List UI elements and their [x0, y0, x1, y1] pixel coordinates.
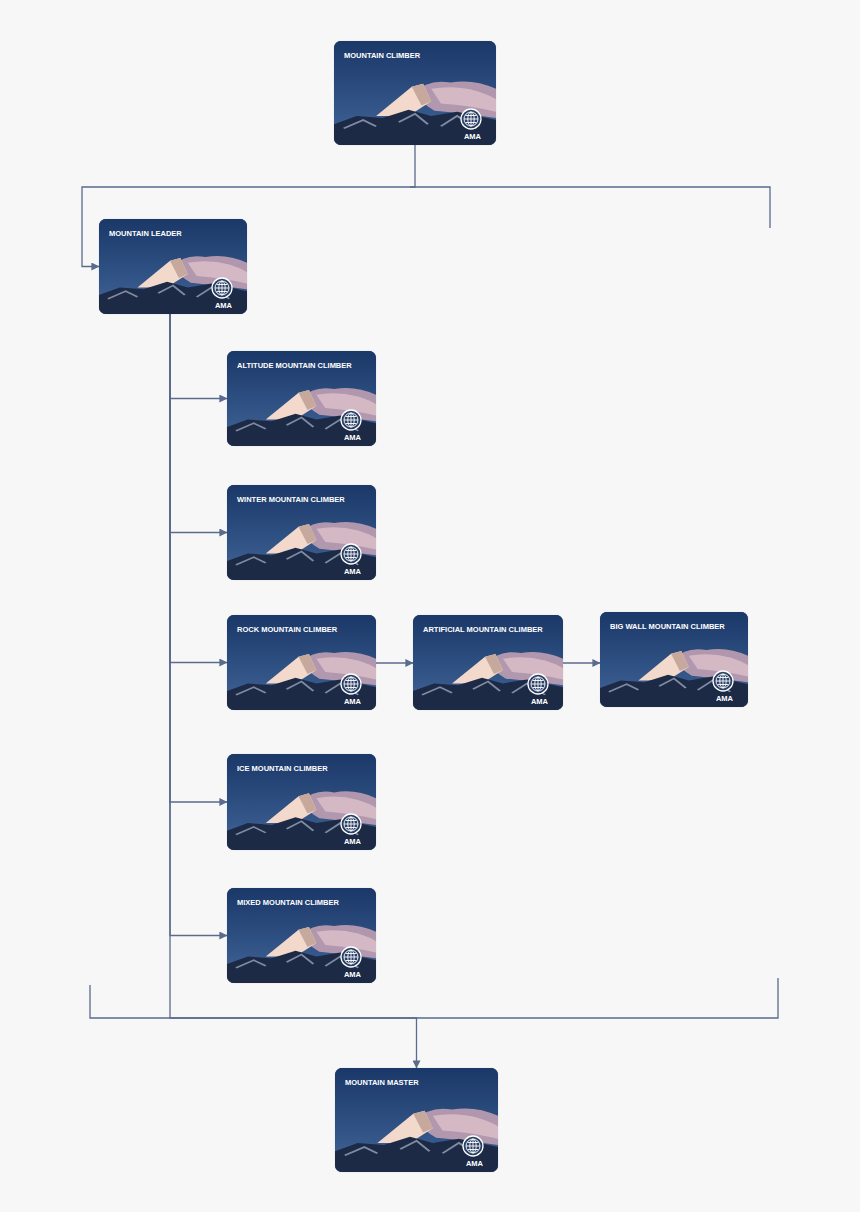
card-badge: AMA	[344, 433, 361, 442]
top-bracket	[410, 187, 770, 228]
card-title: ICE MOUNTAIN CLIMBER	[237, 764, 371, 773]
card-title: MOUNTAIN CLIMBER	[344, 51, 491, 60]
card-badge: AMA	[716, 694, 733, 703]
certificate-card: ALTITUDE MOUNTAIN CLIMBER AMA	[227, 351, 376, 446]
card-title: WINTER MOUNTAIN CLIMBER	[237, 495, 371, 504]
globe-icon	[211, 277, 233, 299]
card-title: MIXED MOUNTAIN CLIMBER	[237, 898, 371, 907]
card-badge: AMA	[344, 567, 361, 576]
flow-arrow	[376, 662, 413, 663]
card-title: ROCK MOUNTAIN CLIMBER	[237, 625, 371, 634]
bracket-lines	[90, 187, 778, 1018]
globe-icon	[340, 813, 362, 835]
card-title: ARTIFICIAL MOUNTAIN CLIMBER	[423, 625, 558, 634]
certificate-card: MOUNTAIN LEADER AMA	[99, 219, 247, 314]
globe-icon	[340, 409, 362, 431]
certificate-card: ARTIFICIAL MOUNTAIN CLIMBER AMA	[413, 615, 563, 710]
globe-icon	[340, 946, 362, 968]
card-badge: AMA	[464, 132, 481, 141]
flow-arrow	[170, 314, 227, 663]
card-title: MOUNTAIN LEADER	[109, 229, 242, 238]
certificate-card: MOUNTAIN CLIMBER AMA	[334, 41, 496, 145]
flow-arrow	[170, 314, 227, 399]
card-badge: AMA	[215, 301, 232, 310]
globe-icon	[527, 673, 549, 695]
flow-arrow	[170, 314, 227, 936]
card-badge: AMA	[344, 970, 361, 979]
globe-icon	[340, 673, 362, 695]
flow-arrow	[170, 314, 417, 1068]
certificate-card: ICE MOUNTAIN CLIMBER AMA	[227, 754, 376, 850]
globe-icon	[462, 1135, 484, 1157]
flow-arrow	[563, 662, 600, 663]
card-badge: AMA	[466, 1159, 483, 1168]
flow-arrow	[170, 314, 227, 533]
card-title: MOUNTAIN MASTER	[345, 1078, 493, 1087]
certificate-card: MIXED MOUNTAIN CLIMBER AMA	[227, 888, 376, 983]
globe-icon	[460, 108, 482, 130]
bottom-bracket	[90, 978, 778, 1018]
certificate-card: WINTER MOUNTAIN CLIMBER AMA	[227, 485, 376, 580]
flow-arrow	[170, 314, 227, 802]
certificate-card: BIG WALL MOUNTAIN CLIMBER AMA	[600, 612, 748, 707]
certificate-card: ROCK MOUNTAIN CLIMBER AMA	[227, 615, 376, 710]
globe-icon	[712, 670, 734, 692]
card-title: BIG WALL MOUNTAIN CLIMBER	[610, 622, 743, 631]
card-title: ALTITUDE MOUNTAIN CLIMBER	[237, 361, 371, 370]
certificate-card: MOUNTAIN MASTER AMA	[335, 1068, 498, 1172]
globe-icon	[340, 543, 362, 565]
card-badge: AMA	[344, 697, 361, 706]
card-badge: AMA	[344, 837, 361, 846]
card-badge: AMA	[531, 697, 548, 706]
